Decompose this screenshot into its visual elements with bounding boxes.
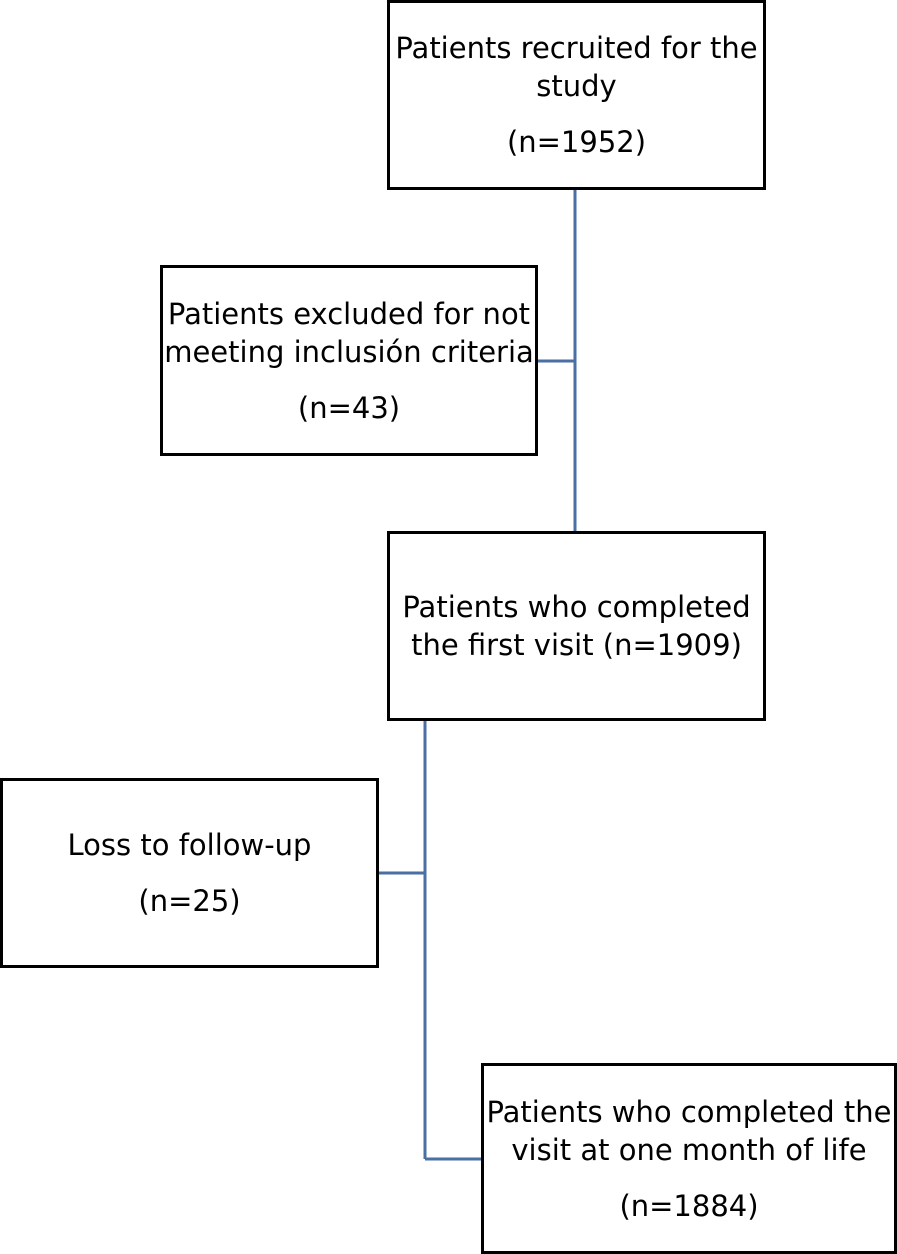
one-month-label-line-1: Patients who completed the	[486, 1094, 892, 1129]
recruited-count: (n=1952)	[506, 125, 647, 159]
one-month-visit-box: Patients who completed the visit at one …	[481, 1063, 897, 1254]
recruited-label-line-2: study	[536, 69, 617, 103]
excluded-label-line-1: Patients excluded for not	[167, 296, 531, 331]
first-visit-label-line-2: the first visit (n=1909)	[411, 628, 742, 662]
one-month-count: (n=1884)	[619, 1188, 759, 1223]
recruited-box: Patients recruited for the study (n=1952…	[387, 0, 766, 190]
loss-to-follow-up-box: Loss to follow-up (n=25)	[0, 778, 379, 968]
loss-count: (n=25)	[138, 884, 241, 918]
excluded-count: (n=43)	[297, 390, 401, 425]
one-month-label-line-2: visit at one month of life	[511, 1132, 867, 1167]
loss-label: Loss to follow-up	[67, 828, 312, 862]
recruited-label-line-1: Patients recruited for the	[395, 31, 758, 65]
first-visit-box: Patients who completed the first visit (…	[387, 531, 766, 721]
excluded-box: Patients excluded for not meeting inclus…	[160, 265, 538, 456]
first-visit-label-line-1: Patients who completed	[402, 590, 751, 624]
excluded-label-line-2: meeting inclusión criteria	[164, 334, 534, 369]
